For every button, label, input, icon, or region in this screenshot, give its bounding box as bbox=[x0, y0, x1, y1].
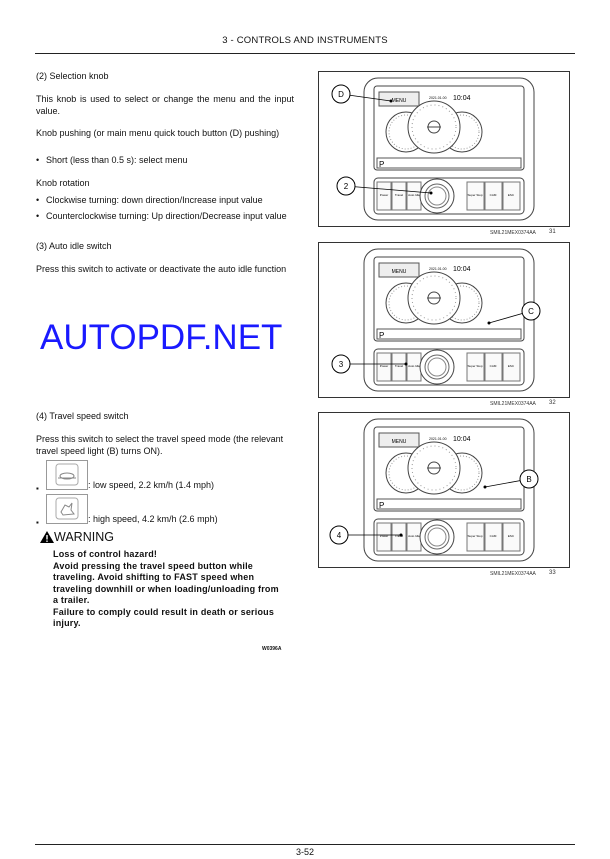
warning-line: Failure to comply could result in death … bbox=[53, 606, 275, 629]
svg-text:P: P bbox=[379, 501, 384, 510]
figure-ref: SMIL21MEX0374AA bbox=[490, 401, 536, 407]
svg-text:Power: Power bbox=[380, 364, 389, 368]
svg-text:P: P bbox=[379, 331, 384, 340]
svg-text:CAM: CAM bbox=[490, 534, 497, 538]
dashboard-figure: MENU 2021.01.00 10:04 P Power Travel Aut… bbox=[318, 71, 570, 227]
watermark: AUTOPDF.NET bbox=[40, 318, 283, 357]
menu-label: MENU bbox=[392, 439, 407, 445]
svg-text:ESC: ESC bbox=[508, 534, 515, 538]
section-3-heading: (3) Auto idle switch bbox=[36, 241, 112, 251]
callout-2 bbox=[336, 176, 356, 196]
svg-text:Travel: Travel bbox=[395, 534, 404, 538]
svg-text:4: 4 bbox=[337, 531, 342, 540]
figure-number: 31 bbox=[549, 229, 556, 235]
list-item: Clockwise turning: down direction/Increa… bbox=[36, 194, 298, 206]
warning-code: W0396A bbox=[262, 646, 282, 652]
svg-text:Auto Idle: Auto Idle bbox=[408, 193, 420, 197]
section-4-heading: (4) Travel speed switch bbox=[36, 411, 129, 421]
section-2-heading: (2) Selection knob bbox=[36, 71, 109, 81]
svg-text:P: P bbox=[379, 160, 384, 169]
dashboard-figure: MENU 2021.01.00 10:04 P Power Travel Aut… bbox=[318, 242, 570, 398]
svg-text:Super Stop: Super Stop bbox=[467, 534, 482, 538]
dashboard-illustration: MENU 2021.01.00 10:04 P Power Travel Aut… bbox=[331, 248, 541, 392]
rabbit-icon bbox=[46, 494, 88, 524]
svg-text:Super Stop: Super Stop bbox=[467, 193, 482, 197]
warning-title: WARNING bbox=[40, 530, 114, 544]
warning-triangle-icon bbox=[40, 531, 54, 543]
figure-ref: SMIL21MEX0374AA bbox=[490, 571, 536, 577]
svg-text:Power: Power bbox=[380, 193, 389, 197]
figure-number: 33 bbox=[549, 570, 556, 576]
warning-text: Loss of control hazard! Avoid pressing t… bbox=[53, 549, 279, 630]
warning-line: Loss of control hazard! bbox=[53, 549, 158, 559]
warning-line: Avoid pressing the travel speed button w… bbox=[53, 560, 279, 606]
callout-3 bbox=[331, 354, 351, 374]
svg-text:Travel: Travel bbox=[395, 364, 404, 368]
dashboard-illustration: MENU 2021.01.00 10:04 P Power Travel Aut… bbox=[331, 77, 535, 221]
callout-C bbox=[521, 301, 541, 321]
time-label: 10:04 bbox=[453, 266, 471, 273]
dashboard-illustration: MENU 2021.01.00 10:04 P Power Travel Aut… bbox=[329, 418, 539, 562]
knob-rotation-list: Clockwise turning: down direction/Increa… bbox=[36, 194, 298, 222]
callout-B bbox=[519, 469, 539, 489]
callout-D bbox=[331, 84, 351, 104]
svg-text:3: 3 bbox=[339, 360, 344, 369]
svg-text:D: D bbox=[338, 90, 344, 99]
list-item: Counterclockwise turning: Up direction/D… bbox=[36, 210, 298, 222]
svg-text:C: C bbox=[528, 307, 534, 316]
svg-text:Power: Power bbox=[380, 534, 389, 538]
svg-text:Super Stop: Super Stop bbox=[467, 364, 482, 368]
knob-pushing-heading: Knob pushing (or main menu quick touch b… bbox=[36, 128, 280, 138]
svg-text:2: 2 bbox=[344, 182, 349, 191]
footer-rule bbox=[35, 844, 575, 845]
date-label: 2021.01.00 bbox=[429, 267, 447, 271]
svg-text:CAM: CAM bbox=[490, 193, 497, 197]
header-rule bbox=[35, 53, 575, 54]
menu-label: MENU bbox=[392, 269, 407, 275]
low-speed-label: : low speed, 2.2 km/h (1.4 mph) bbox=[88, 480, 215, 490]
section-4-text: Press this switch to select the travel s… bbox=[36, 434, 284, 456]
knob-rotation-heading: Knob rotation bbox=[36, 178, 90, 188]
svg-text:B: B bbox=[526, 475, 531, 484]
svg-text:CAM: CAM bbox=[490, 364, 497, 368]
svg-text:Auto Idle: Auto Idle bbox=[408, 534, 420, 538]
page-number: 3-52 bbox=[295, 847, 314, 857]
turtle-icon bbox=[46, 460, 88, 490]
time-label: 10:04 bbox=[453, 436, 471, 443]
list-item: Short (less than 0.5 s): select menu bbox=[36, 154, 298, 166]
section-2-intro: This knob is used to select or change th… bbox=[36, 94, 294, 116]
time-label: 10:04 bbox=[453, 95, 471, 102]
svg-text:Travel: Travel bbox=[395, 193, 404, 197]
high-speed-label: : high speed, 4.2 km/h (2.6 mph) bbox=[88, 514, 218, 524]
svg-text:ESC: ESC bbox=[508, 193, 515, 197]
section-3-text: Press this switch to activate or deactiv… bbox=[36, 264, 287, 274]
figure-ref: SMIL21MEX0374AA bbox=[490, 230, 536, 236]
date-label: 2021.01.00 bbox=[429, 437, 447, 441]
figure-number: 32 bbox=[549, 400, 556, 406]
date-label: 2021.01.00 bbox=[429, 96, 447, 100]
knob-pushing-list: Short (less than 0.5 s): select menu bbox=[36, 154, 298, 166]
dashboard-figure: MENU 2021.01.00 10:04 P Power Travel Aut… bbox=[318, 412, 570, 568]
menu-label: MENU bbox=[392, 98, 407, 104]
callout-4 bbox=[329, 525, 349, 545]
page-header: 3 - CONTROLS AND INSTRUMENTS bbox=[222, 35, 388, 46]
svg-text:Auto Idle: Auto Idle bbox=[408, 364, 420, 368]
svg-text:ESC: ESC bbox=[508, 364, 515, 368]
